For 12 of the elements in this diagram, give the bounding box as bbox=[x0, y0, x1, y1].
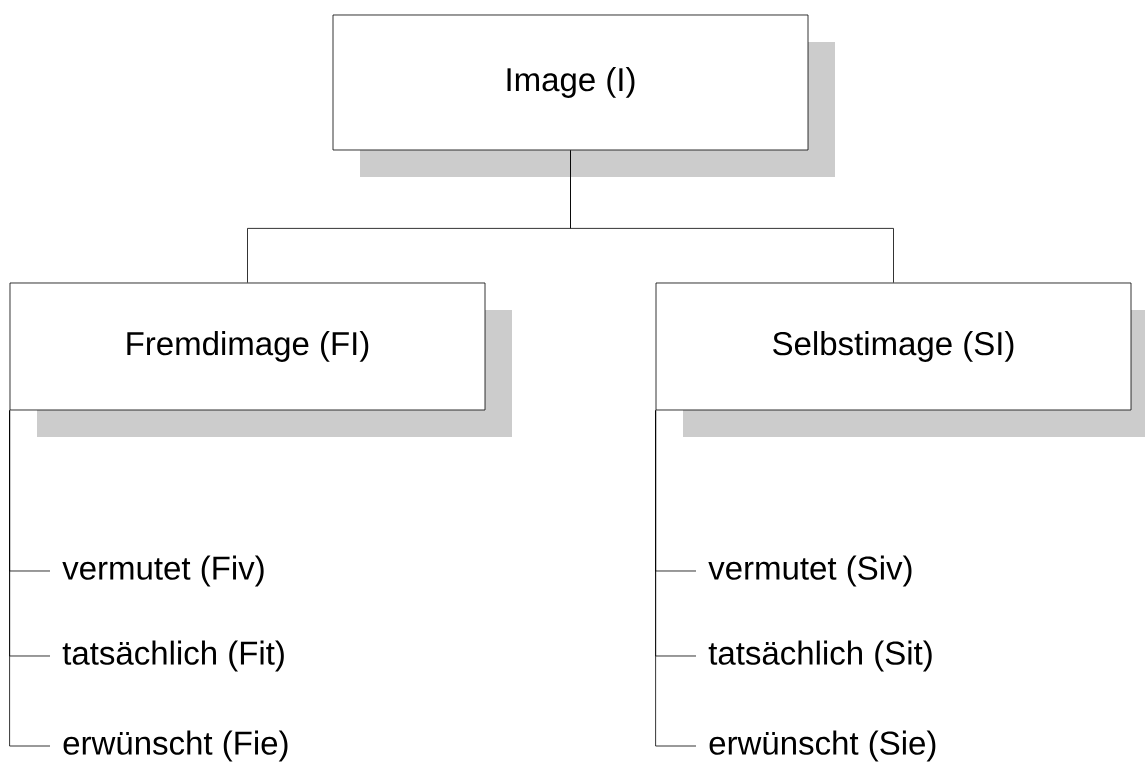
process-box: Selbstimage (SI) bbox=[655, 282, 1145, 437]
process-box: Image (I) bbox=[332, 14, 835, 177]
connector-line bbox=[9, 410, 51, 747]
process-box: Fremdimage (FI) bbox=[9, 282, 512, 437]
item-label: erwünscht (Sie) bbox=[709, 730, 936, 762]
item-label: tatsächlich (Fit) bbox=[62, 640, 284, 672]
connector-line bbox=[655, 410, 697, 747]
item-label: vermutet (Siv) bbox=[708, 555, 912, 587]
item-label: vermutet (Fiv) bbox=[62, 555, 264, 587]
item-label: tatsächlich (Sit) bbox=[708, 640, 932, 672]
item-label: erwünscht (Fie) bbox=[63, 730, 288, 762]
connector-line bbox=[570, 150, 894, 283]
